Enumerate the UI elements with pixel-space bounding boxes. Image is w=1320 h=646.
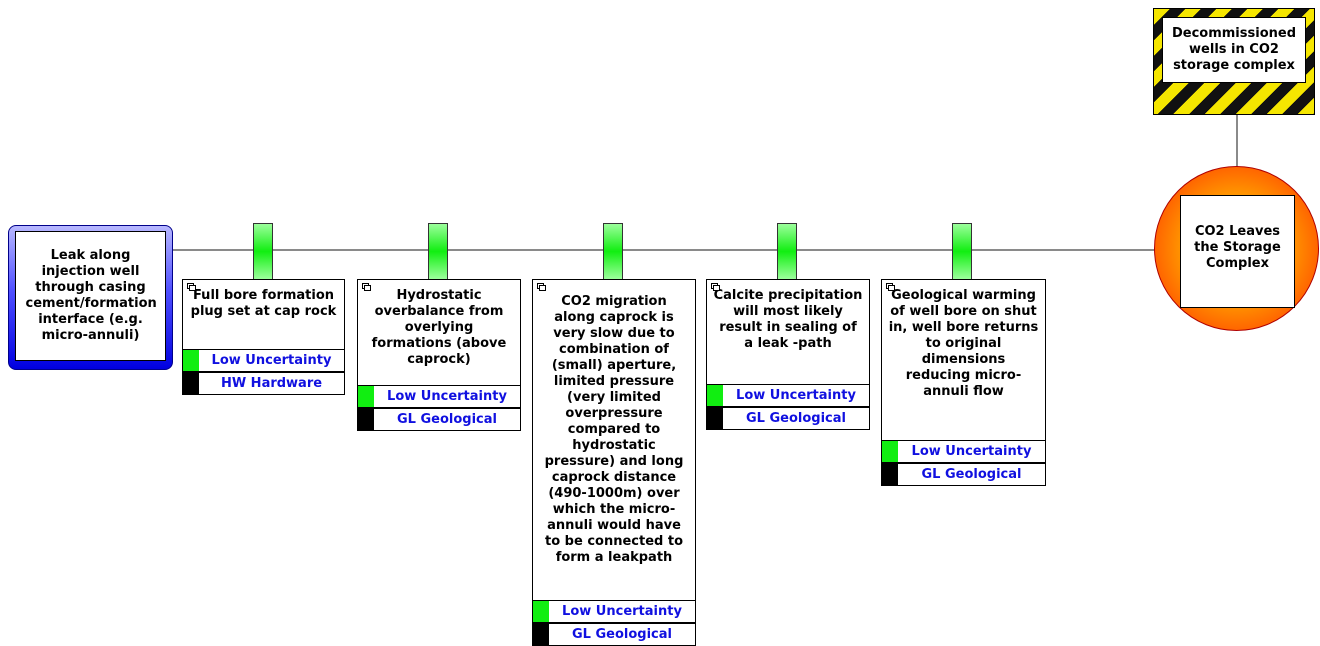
category-label: GL Geological bbox=[746, 411, 846, 426]
effectiveness-swatch bbox=[183, 350, 199, 371]
category-swatch bbox=[533, 624, 549, 645]
effectiveness-row: Low Uncertainty bbox=[706, 384, 870, 407]
threat-inner: Leak along injection well through casing… bbox=[15, 231, 166, 361]
hazard-label: Decommissioned wells in CO2 storage comp… bbox=[1171, 26, 1297, 73]
top-event-inner: CO2 Leaves the Storage Complex bbox=[1180, 195, 1295, 308]
hazard-connector bbox=[1236, 115, 1238, 167]
effectiveness-swatch bbox=[882, 441, 898, 462]
category-row: GL Geological bbox=[357, 408, 521, 431]
effectiveness-label: Low Uncertainty bbox=[911, 444, 1032, 459]
effectiveness-row: Low Uncertainty bbox=[881, 440, 1046, 463]
barrier-text: Geological warming of well bore on shut … bbox=[888, 288, 1039, 399]
top-event-label: CO2 Leaves the Storage Complex bbox=[1194, 224, 1281, 271]
barrier-text: Full bore formation plug set at cap rock bbox=[190, 288, 337, 319]
barrier-box[interactable]: Hydrostatic overbalance from overlying f… bbox=[357, 279, 521, 431]
effectiveness-swatch bbox=[533, 601, 549, 622]
effectiveness-row: Low Uncertainty bbox=[357, 385, 521, 408]
category-label: HW Hardware bbox=[220, 376, 323, 391]
barrier-text: Hydrostatic overbalance from overlying f… bbox=[371, 288, 507, 367]
effectiveness-row: Low Uncertainty bbox=[532, 600, 696, 623]
category-label: GL Geological bbox=[572, 627, 672, 642]
top-event-circle[interactable]: CO2 Leaves the Storage Complex bbox=[1154, 166, 1319, 331]
category-label: GL Geological bbox=[921, 467, 1022, 482]
threat-label: Leak along injection well through casing… bbox=[25, 248, 157, 343]
barrier-tab bbox=[253, 223, 273, 280]
hazard-inner: Decommissioned wells in CO2 storage comp… bbox=[1162, 17, 1306, 83]
barrier-box[interactable]: Full bore formation plug set at cap rock… bbox=[182, 279, 345, 395]
barrier-text: Calcite precipitation will most likely r… bbox=[713, 288, 863, 351]
category-row: GL Geological bbox=[706, 407, 870, 430]
effectiveness-swatch bbox=[358, 386, 374, 407]
hazard-box[interactable]: Decommissioned wells in CO2 storage comp… bbox=[1153, 8, 1315, 115]
category-row: GL Geological bbox=[881, 463, 1046, 486]
expand-icon bbox=[362, 283, 371, 291]
category-row: GL Geological bbox=[532, 623, 696, 646]
effectiveness-swatch bbox=[707, 385, 723, 406]
expand-icon bbox=[187, 283, 196, 291]
category-swatch bbox=[707, 408, 723, 429]
category-row: HW Hardware bbox=[182, 372, 345, 395]
effectiveness-label: Low Uncertainty bbox=[736, 388, 856, 403]
category-label: GL Geological bbox=[397, 412, 497, 427]
threat-box[interactable]: Leak along injection well through casing… bbox=[8, 225, 173, 370]
barrier-tab bbox=[952, 223, 972, 280]
effectiveness-row: Low Uncertainty bbox=[182, 349, 345, 372]
barrier-box[interactable]: Geological warming of well bore on shut … bbox=[881, 279, 1046, 486]
barrier-tab bbox=[603, 223, 623, 280]
barrier-tab bbox=[777, 223, 797, 280]
expand-icon bbox=[711, 283, 720, 291]
category-swatch bbox=[183, 373, 199, 394]
threat-line bbox=[173, 249, 1155, 251]
barrier-text: CO2 migration along caprock is very slow… bbox=[544, 294, 684, 565]
effectiveness-label: Low Uncertainty bbox=[562, 604, 682, 619]
barrier-box[interactable]: CO2 migration along caprock is very slow… bbox=[532, 279, 696, 646]
effectiveness-label: Low Uncertainty bbox=[387, 389, 507, 404]
expand-icon bbox=[537, 283, 546, 291]
category-swatch bbox=[882, 464, 898, 485]
expand-icon bbox=[886, 283, 895, 291]
effectiveness-label: Low Uncertainty bbox=[211, 353, 332, 368]
barrier-tab bbox=[428, 223, 448, 280]
category-swatch bbox=[358, 409, 374, 430]
barrier-box[interactable]: Calcite precipitation will most likely r… bbox=[706, 279, 870, 430]
